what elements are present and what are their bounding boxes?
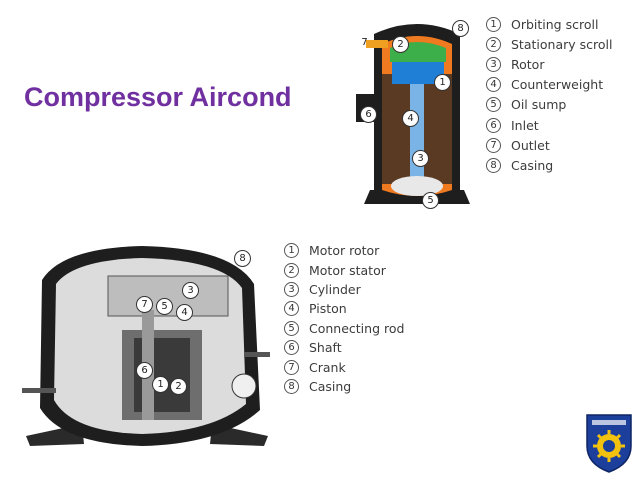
recip-callout-2: 2 (170, 378, 187, 395)
legend-item: 4 Piston (284, 299, 404, 318)
legend-number: 4 (486, 77, 501, 93)
legend-number: 5 (486, 97, 501, 113)
legend-label: Outlet (511, 137, 550, 153)
legend-item: 7 Outlet (486, 135, 612, 155)
scroll-compressor-diagram: 8 7 2 1 6 4 3 5 (352, 14, 482, 224)
legend-label: Rotor (511, 56, 545, 72)
scroll-callout-5: 5 (422, 192, 439, 209)
legend-number: 6 (284, 340, 299, 356)
legend-label: Casing (309, 378, 352, 394)
legend-label: Piston (309, 301, 347, 317)
scroll-callout-8: 8 (452, 20, 469, 37)
scroll-parts-legend: 1 Orbiting scroll 2 Stationary scroll 3 Rot… (486, 14, 612, 176)
legend-item: 2 Motor stator (284, 260, 404, 279)
legend-number: 4 (284, 301, 299, 317)
legend-label: Casing (511, 157, 554, 173)
legend-item: 4 Counterweight (486, 75, 612, 95)
legend-item: 8 Casing (284, 377, 404, 396)
scroll-callout-3: 3 (412, 150, 429, 167)
scroll-oil-sump (391, 176, 443, 196)
legend-number: 2 (486, 36, 501, 52)
recip-terminal (231, 373, 257, 399)
scroll-callout-2: 2 (392, 36, 409, 53)
recip-pipe-left (22, 388, 56, 393)
legend-label: Cylinder (309, 281, 361, 297)
legend-number: 7 (486, 137, 501, 153)
legend-item: 6 Shaft (284, 338, 404, 357)
recip-callout-8: 8 (234, 250, 251, 267)
recip-callout-1: 1 (152, 376, 169, 393)
legend-item: 5 Oil sump (486, 95, 612, 115)
legend-number: 7 (284, 359, 299, 375)
recip-callout-4: 4 (176, 304, 193, 321)
legend-item: 6 Inlet (486, 115, 612, 135)
legend-label: Crank (309, 359, 346, 375)
legend-item: 3 Cylinder (284, 280, 404, 299)
recip-callout-7: 7 (136, 296, 153, 313)
legend-number: 3 (284, 281, 299, 297)
legend-label: Shaft (309, 340, 342, 356)
legend-label: Stationary scroll (511, 36, 613, 52)
legend-item: 1 Motor rotor (284, 241, 404, 260)
legend-label: Motor stator (309, 262, 386, 278)
recip-callout-3: 3 (182, 282, 199, 299)
legend-label: Connecting rod (309, 320, 405, 336)
legend-item: 3 Rotor (486, 54, 612, 74)
legend-item: 5 Connecting rod (284, 319, 404, 338)
scroll-callout-7: 7 (361, 37, 368, 48)
institution-crest-icon (586, 414, 632, 473)
reciprocating-compressor-illustration (22, 246, 270, 446)
scroll-callout-1: 1 (434, 74, 451, 91)
scroll-callout-6: 6 (360, 106, 377, 123)
legend-label: Oil sump (511, 97, 567, 113)
legend-item: 7 Crank (284, 357, 404, 376)
scroll-orbiting (392, 58, 444, 84)
legend-item: 2 Stationary scroll (486, 34, 612, 54)
legend-number: 2 (284, 262, 299, 278)
legend-item: 8 Casing (486, 155, 612, 175)
legend-number: 6 (486, 117, 501, 133)
legend-number: 1 (486, 16, 501, 32)
scroll-outlet (366, 40, 388, 48)
recip-callout-6: 6 (136, 362, 153, 379)
recip-callout-5: 5 (156, 298, 173, 315)
recip-pipe-right (244, 352, 270, 357)
reciprocating-parts-legend: 1 Motor rotor 2 Motor stator 3 Cylinder 4 Pi… (284, 241, 404, 396)
slide-title: Compressor Aircond (24, 82, 292, 112)
scroll-shaft (410, 84, 424, 184)
legend-number: 1 (284, 243, 299, 259)
scroll-callout-4: 4 (402, 110, 419, 127)
legend-label: Motor rotor (309, 243, 380, 259)
legend-number: 8 (486, 157, 501, 173)
legend-number: 3 (486, 56, 501, 72)
legend-number: 8 (284, 378, 299, 394)
legend-label: Orbiting scroll (511, 16, 599, 32)
legend-number: 5 (284, 320, 299, 336)
reciprocating-compressor-diagram: 8 3 7 5 4 6 1 2 (22, 240, 274, 450)
legend-item: 1 Orbiting scroll (486, 14, 612, 34)
legend-label: Inlet (511, 117, 539, 133)
legend-label: Counterweight (511, 77, 604, 93)
